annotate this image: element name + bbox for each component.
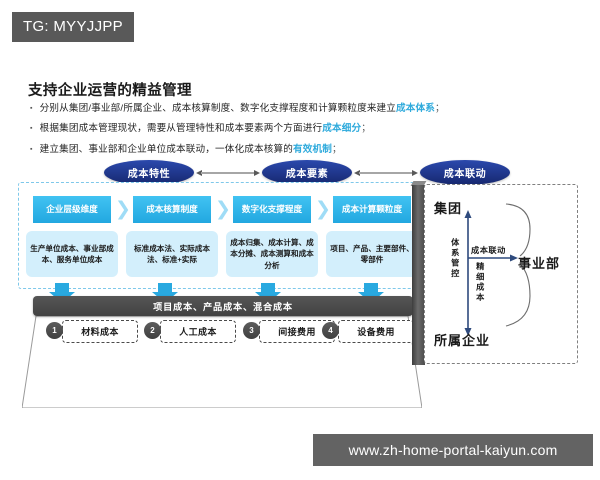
bullet-highlight: 成本体系 (396, 103, 436, 114)
stage-head-digital-support[interactable]: 数字化支撑程度 (233, 196, 311, 223)
badge-number-1: 1 (46, 322, 63, 339)
watermark: www.zh-home-portal-kaiyun.com (313, 434, 593, 466)
list-item: ▪ 分别从集团/事业部/所属企业、成本核算制度、数字化支撑程度和计算颗粒度来建立… (30, 102, 530, 116)
stage-body-enterprise-level: 生产单位成本、事业部成本、服务单位成本 (26, 231, 118, 277)
stage-head-cost-granularity[interactable]: 成本计算颗粒度 (333, 196, 411, 223)
label-affiliated-company: 所属企业 (434, 333, 491, 348)
stage-head-costing-system[interactable]: 成本核算制度 (133, 196, 211, 223)
bullet-list: ▪ 分别从集团/事业部/所属企业、成本核算制度、数字化支撑程度和计算颗粒度来建立… (30, 102, 530, 163)
stage-body-cost-granularity: 项目、产品、主要部件、零部件 (326, 231, 418, 277)
pill-cost-elements[interactable]: 成本要素 (262, 160, 352, 185)
bullet-highlight: 成本细分 (322, 123, 362, 135)
cost-item-equipment[interactable]: 设备费用 (338, 320, 414, 343)
cost-item-material[interactable]: 材料成本 (62, 320, 138, 343)
list-item: ▪ 建立集团、事业部和企业单位成本联动，一体化成本核算的 有效机制 ； (30, 143, 530, 157)
pill-cost-linkage[interactable]: 成本联动 (420, 160, 510, 185)
bullet-text: 建立集团、事业部和企业单位成本联动，一体化成本核算的 (39, 143, 293, 155)
bullet-tail: ； (435, 103, 445, 114)
badge-number-4: 4 (322, 322, 339, 339)
cost-linkage-panel (424, 184, 578, 364)
bullet-marker-icon: ▪ (30, 105, 33, 112)
cost-summary-bar: 项目成本、产品成本、混合成本 (33, 296, 413, 316)
double-arrow-icon (354, 168, 418, 178)
stage-body-costing-system: 标准成本法、实际成本法、标准+实际 (126, 231, 218, 277)
bullet-highlight: 有效机制 (292, 143, 332, 155)
label-cost-linkage: 成本联动 (471, 246, 506, 255)
chevron-right-icon: ❯ (115, 199, 131, 220)
bullet-text: 根据集团成本管理现状，需要从管理特性和成本要素两个方面进行 (39, 123, 323, 135)
bullet-marker-icon: ▪ (30, 125, 33, 133)
label-group: 集团 (434, 201, 463, 216)
linkage-diagram (464, 203, 531, 336)
stage-head-enterprise-level[interactable]: 企业层级维度 (33, 196, 111, 223)
stage-body-digital-support: 成本归集、成本计算、成本分摊、成本测算和成本分析 (226, 231, 318, 277)
cost-item-labor[interactable]: 人工成本 (160, 320, 236, 343)
label-business-division: 事业部 (518, 256, 561, 271)
chevron-right-icon: ❯ (315, 199, 331, 220)
badge-number-3: 3 (243, 322, 260, 339)
tg-badge: TG: MYYJJPP (12, 12, 134, 42)
page-title: 支持企业运营的精益管理 (28, 83, 192, 99)
bullet-tail: ； (361, 123, 371, 135)
label-fine-cost: 精细成本 (475, 262, 485, 303)
chevron-right-icon: ❯ (215, 199, 231, 220)
pill-cost-characteristics[interactable]: 成本特性 (104, 160, 194, 185)
bullet-text: 分别从集团/事业部/所属企业、成本核算制度、数字化支撑程度和计算颗粒度来建立 (39, 103, 397, 114)
bullet-marker-icon: ▪ (30, 145, 33, 153)
list-item: ▪ 根据集团成本管理现状，需要从管理特性和成本要素两个方面进行 成本细分 ； (30, 122, 530, 136)
bullet-tail: ； (331, 143, 342, 155)
badge-number-2: 2 (144, 322, 161, 339)
divider-slab (412, 185, 425, 365)
double-arrow-icon (196, 168, 260, 178)
label-system-control: 体系管控 (450, 238, 460, 279)
